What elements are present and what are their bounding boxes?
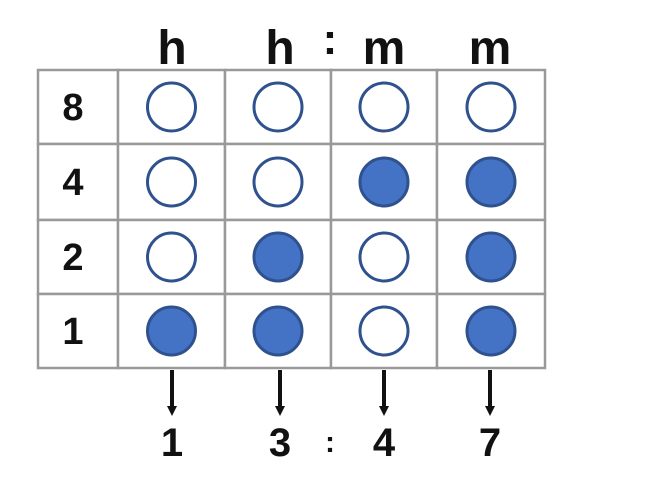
bit-on-dot-minute-tens-4: [358, 156, 410, 208]
bit-off-dot-hour-ones-8: [252, 81, 304, 133]
row-label-cell: [36, 142, 120, 222]
column-header-minute-tens: m: [363, 22, 406, 75]
row-label-1: 1: [62, 311, 83, 353]
bit-on-dot-minute-ones-4: [465, 156, 517, 208]
row-label-2: 2: [62, 237, 83, 279]
result-digit-minute-ones: 7: [479, 421, 501, 465]
bit-off-dot-minute-tens-8: [358, 81, 410, 133]
bit-off-dot-hour-tens-4: [146, 156, 197, 208]
bit-off-dot-minute-tens-2: [358, 231, 410, 283]
result-digit-hour-ones: 3: [269, 421, 291, 465]
result-digit-minute-tens: 4: [373, 421, 396, 465]
bit-off-dot-minute-ones-8: [465, 81, 517, 133]
bit-on-dot-hour-ones-1: [252, 305, 304, 357]
column-header-hour-tens: h: [157, 22, 186, 75]
bit-on-dot-hour-tens-1: [146, 305, 197, 357]
bit-on-dot-minute-ones-1: [465, 305, 517, 357]
column-header-minute-ones: m: [469, 22, 512, 75]
bit-grid: [36, 68, 547, 370]
row-label-cell: [36, 292, 120, 370]
bit-off-dot-hour-tens-8: [146, 81, 197, 133]
row-label-8: 8: [62, 87, 83, 129]
result-colon: :: [325, 426, 335, 459]
bit-off-dot-hour-tens-2: [146, 231, 197, 283]
row-label-cell: [36, 68, 120, 146]
bit-off-dot-hour-ones-4: [252, 156, 304, 208]
column-header-hour-ones: h: [265, 22, 294, 75]
result-digit-hour-tens: 1: [161, 421, 183, 465]
bit-on-dot-minute-ones-2: [465, 231, 517, 283]
bit-on-dot-hour-ones-2: [252, 231, 304, 283]
header-colon: :: [323, 15, 338, 64]
bit-off-dot-minute-tens-1: [358, 305, 410, 357]
row-label-4: 4: [62, 162, 83, 204]
